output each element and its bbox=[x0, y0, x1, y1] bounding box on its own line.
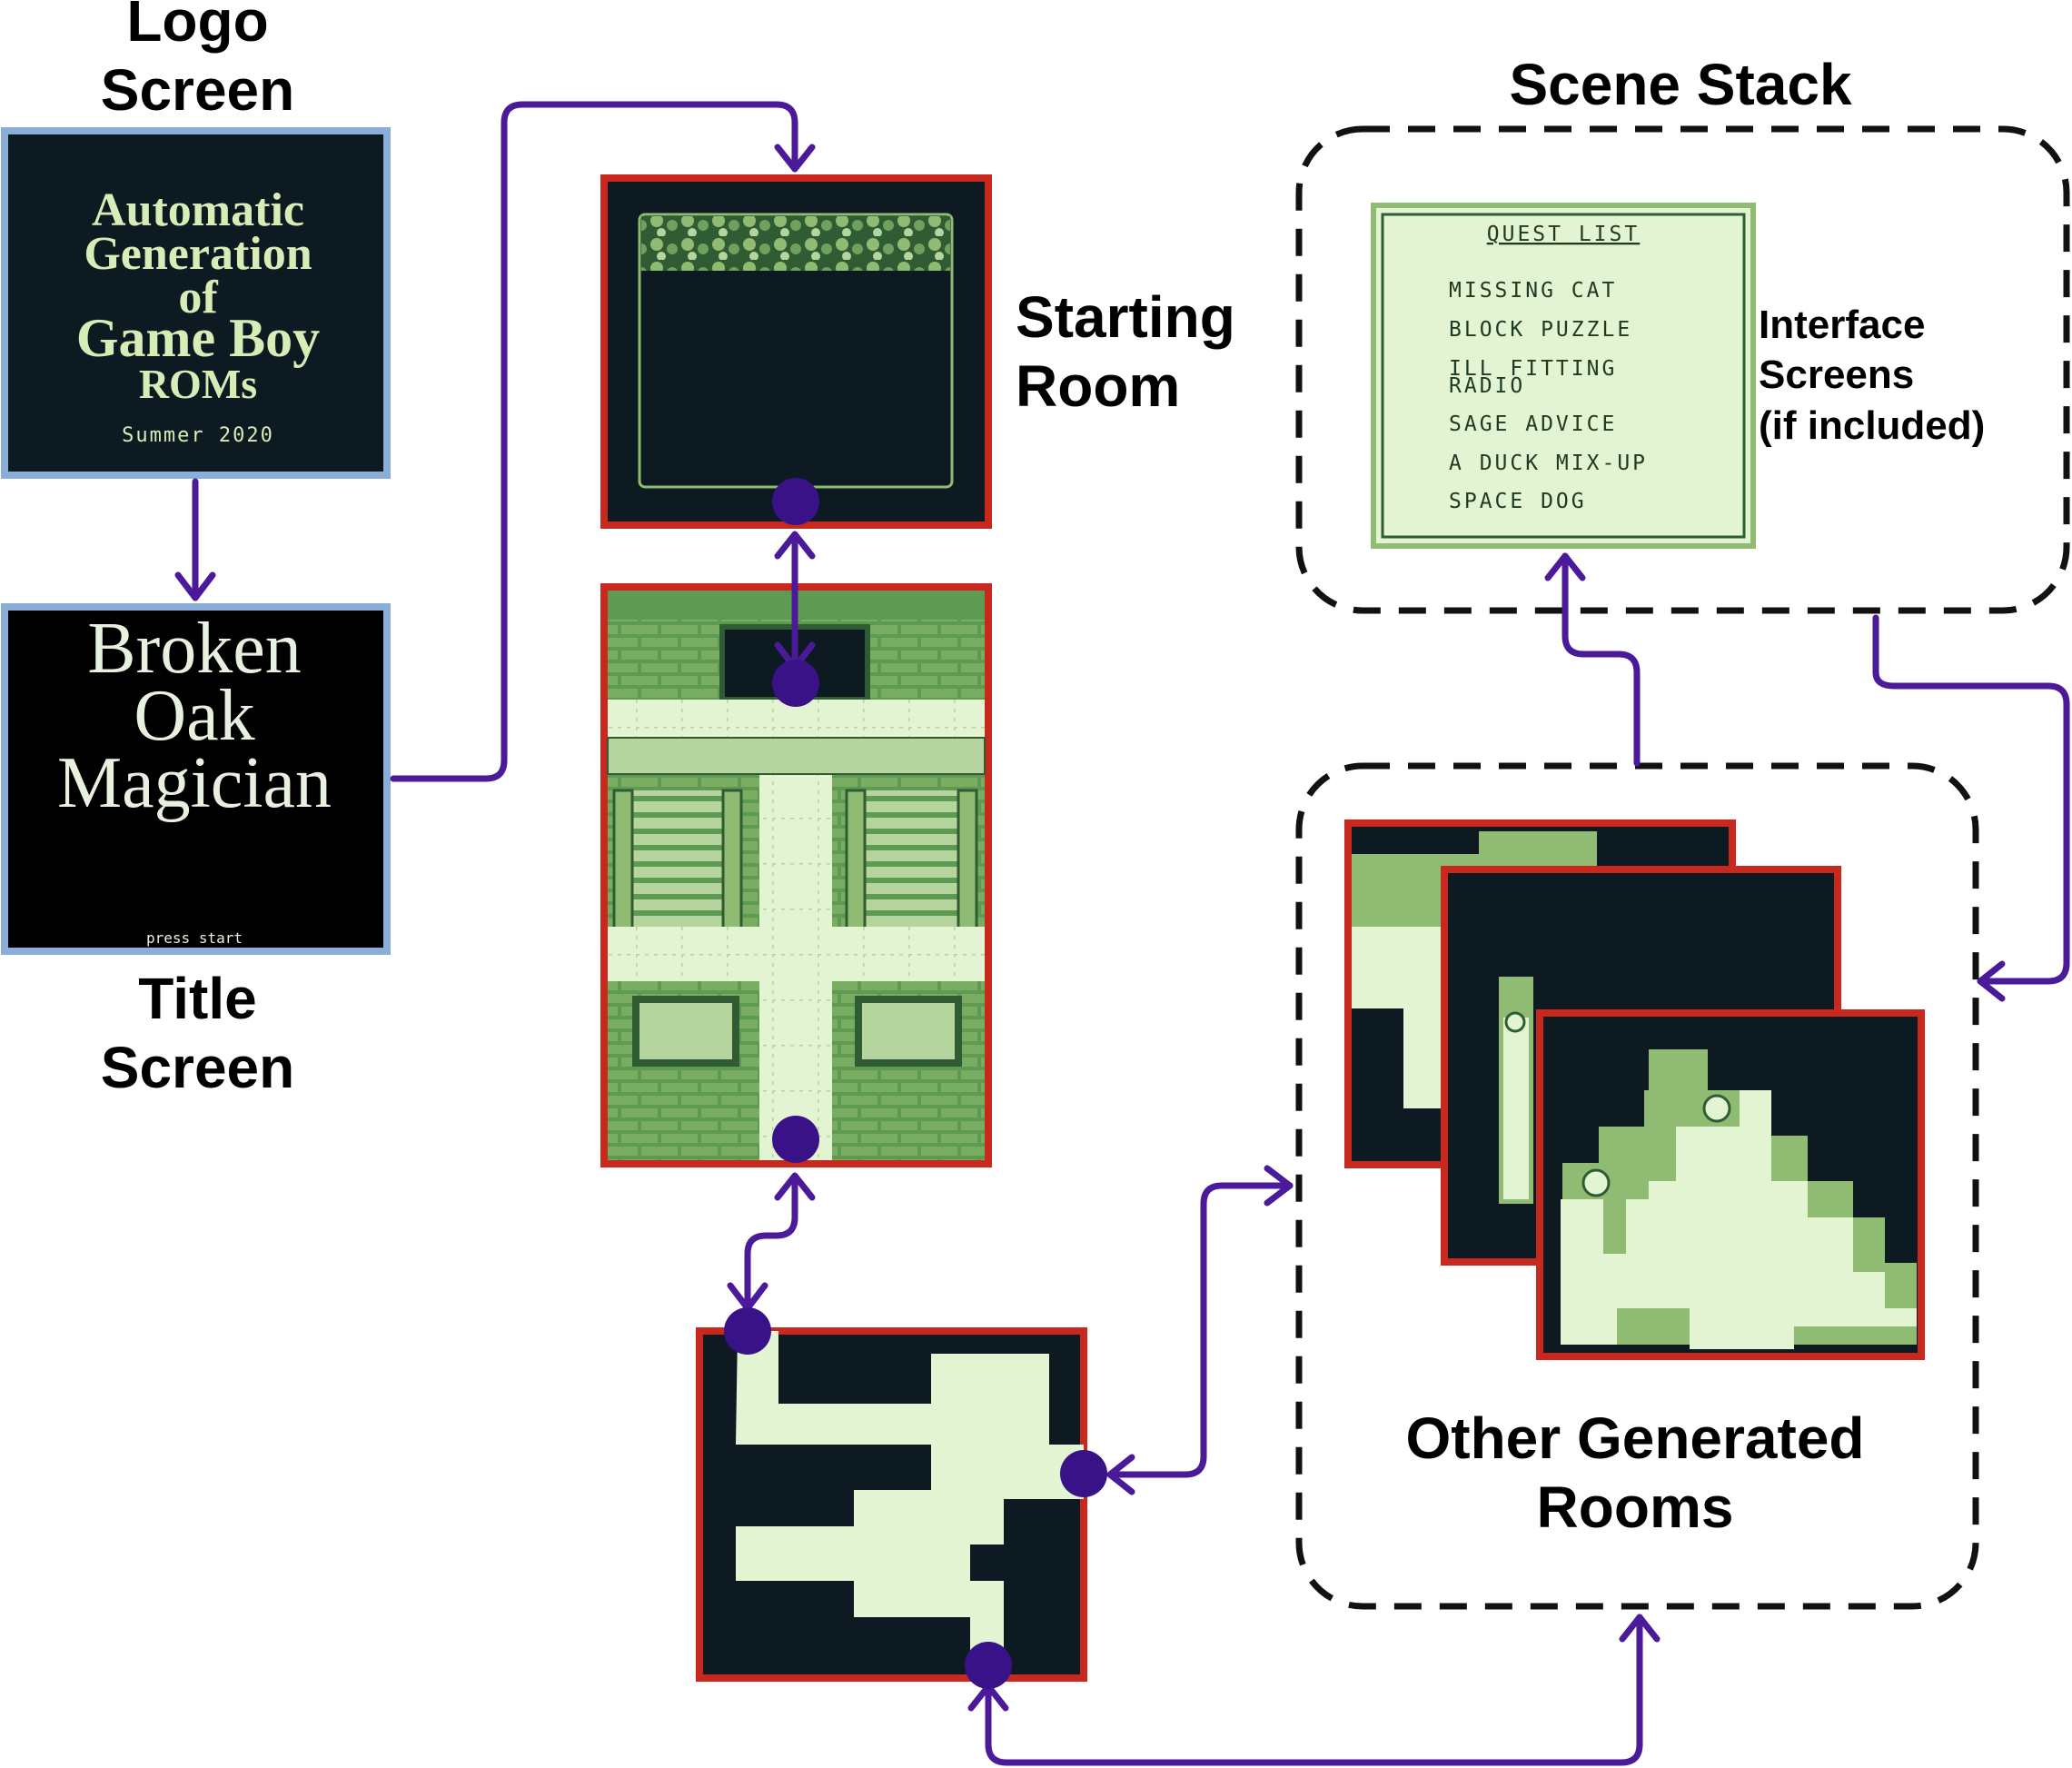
title-screen-label: Title Screen bbox=[100, 966, 295, 1100]
title-screen: Broken Oak Magician press start bbox=[1, 603, 391, 955]
title-line-1: Broken bbox=[87, 609, 302, 689]
arrow-stack-to-other bbox=[1872, 614, 2070, 985]
door-dot bbox=[724, 1307, 771, 1355]
arrow-maze-bottom-other bbox=[985, 1614, 1643, 1766]
quest-list-header: QUEST LIST bbox=[1487, 223, 1640, 246]
door-dot bbox=[965, 1642, 1012, 1689]
door-dot bbox=[772, 1116, 819, 1163]
other-generated-rooms-label: Other Generated Rooms bbox=[1405, 1405, 1865, 1540]
interface-screens-label: Interface Screens (if included) bbox=[1759, 303, 1986, 448]
maze-room bbox=[696, 1327, 1087, 1682]
generated-room-3 bbox=[1536, 1009, 1925, 1360]
quest-item: A DUCK MIX-UP bbox=[1449, 452, 1648, 475]
quest-item: RADIO bbox=[1449, 374, 1525, 398]
title-press-start: press start bbox=[146, 929, 243, 947]
logo-line-5: ROMs bbox=[139, 361, 257, 407]
starting-room-screen bbox=[600, 174, 992, 529]
logo-line-4: Game Boy bbox=[76, 308, 320, 368]
connection-dots bbox=[724, 478, 1107, 1689]
quest-item: SAGE ADVICE bbox=[1449, 412, 1617, 436]
quest-item: BLOCK PUZZLE bbox=[1449, 318, 1632, 342]
logo-date: Summer 2020 bbox=[122, 424, 274, 447]
quest-item: ILL FITTING bbox=[1449, 357, 1617, 381]
door-dot bbox=[772, 660, 819, 707]
arrow-title-to-start bbox=[390, 101, 798, 782]
logo-line-3: of bbox=[178, 272, 218, 323]
door-dot bbox=[772, 478, 819, 525]
starting-room-label: Starting Room bbox=[1016, 284, 1235, 419]
quest-list-screen: QUEST LIST MISSING CAT BLOCK PUZZLE ILL … bbox=[1371, 203, 1756, 549]
logo-line-1: Automatic bbox=[92, 184, 304, 236]
quest-item: SPACE DOG bbox=[1449, 490, 1587, 513]
title-line-3: Magician bbox=[57, 743, 332, 823]
door-dot bbox=[1060, 1450, 1107, 1497]
logo-screen: Automatic Generation of Game Boy ROMs Su… bbox=[1, 127, 391, 479]
scene-stack-label: Scene Stack bbox=[1509, 52, 1852, 117]
logo-line-2: Generation bbox=[84, 228, 312, 280]
arrow-other-to-interface bbox=[1561, 552, 1641, 767]
arrow-temple-maze bbox=[744, 1177, 798, 1312]
quest-item: MISSING CAT bbox=[1449, 279, 1617, 303]
title-line-2: Oak bbox=[134, 676, 254, 756]
flow-arrows bbox=[174, 101, 2070, 1766]
scene-stack-group bbox=[1295, 125, 2070, 614]
arrow-maze-other bbox=[1106, 1182, 1294, 1478]
logo-screen-label: Logo Screen bbox=[100, 0, 295, 123]
